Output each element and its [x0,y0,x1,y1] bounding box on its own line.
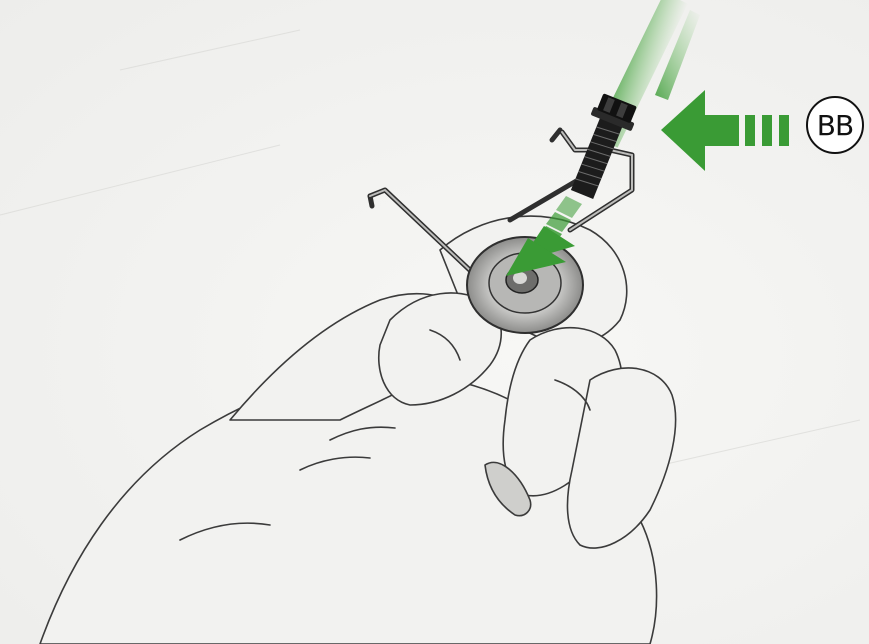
arrow-left-icon [661,90,789,171]
part-label-badge: BB [806,96,864,154]
